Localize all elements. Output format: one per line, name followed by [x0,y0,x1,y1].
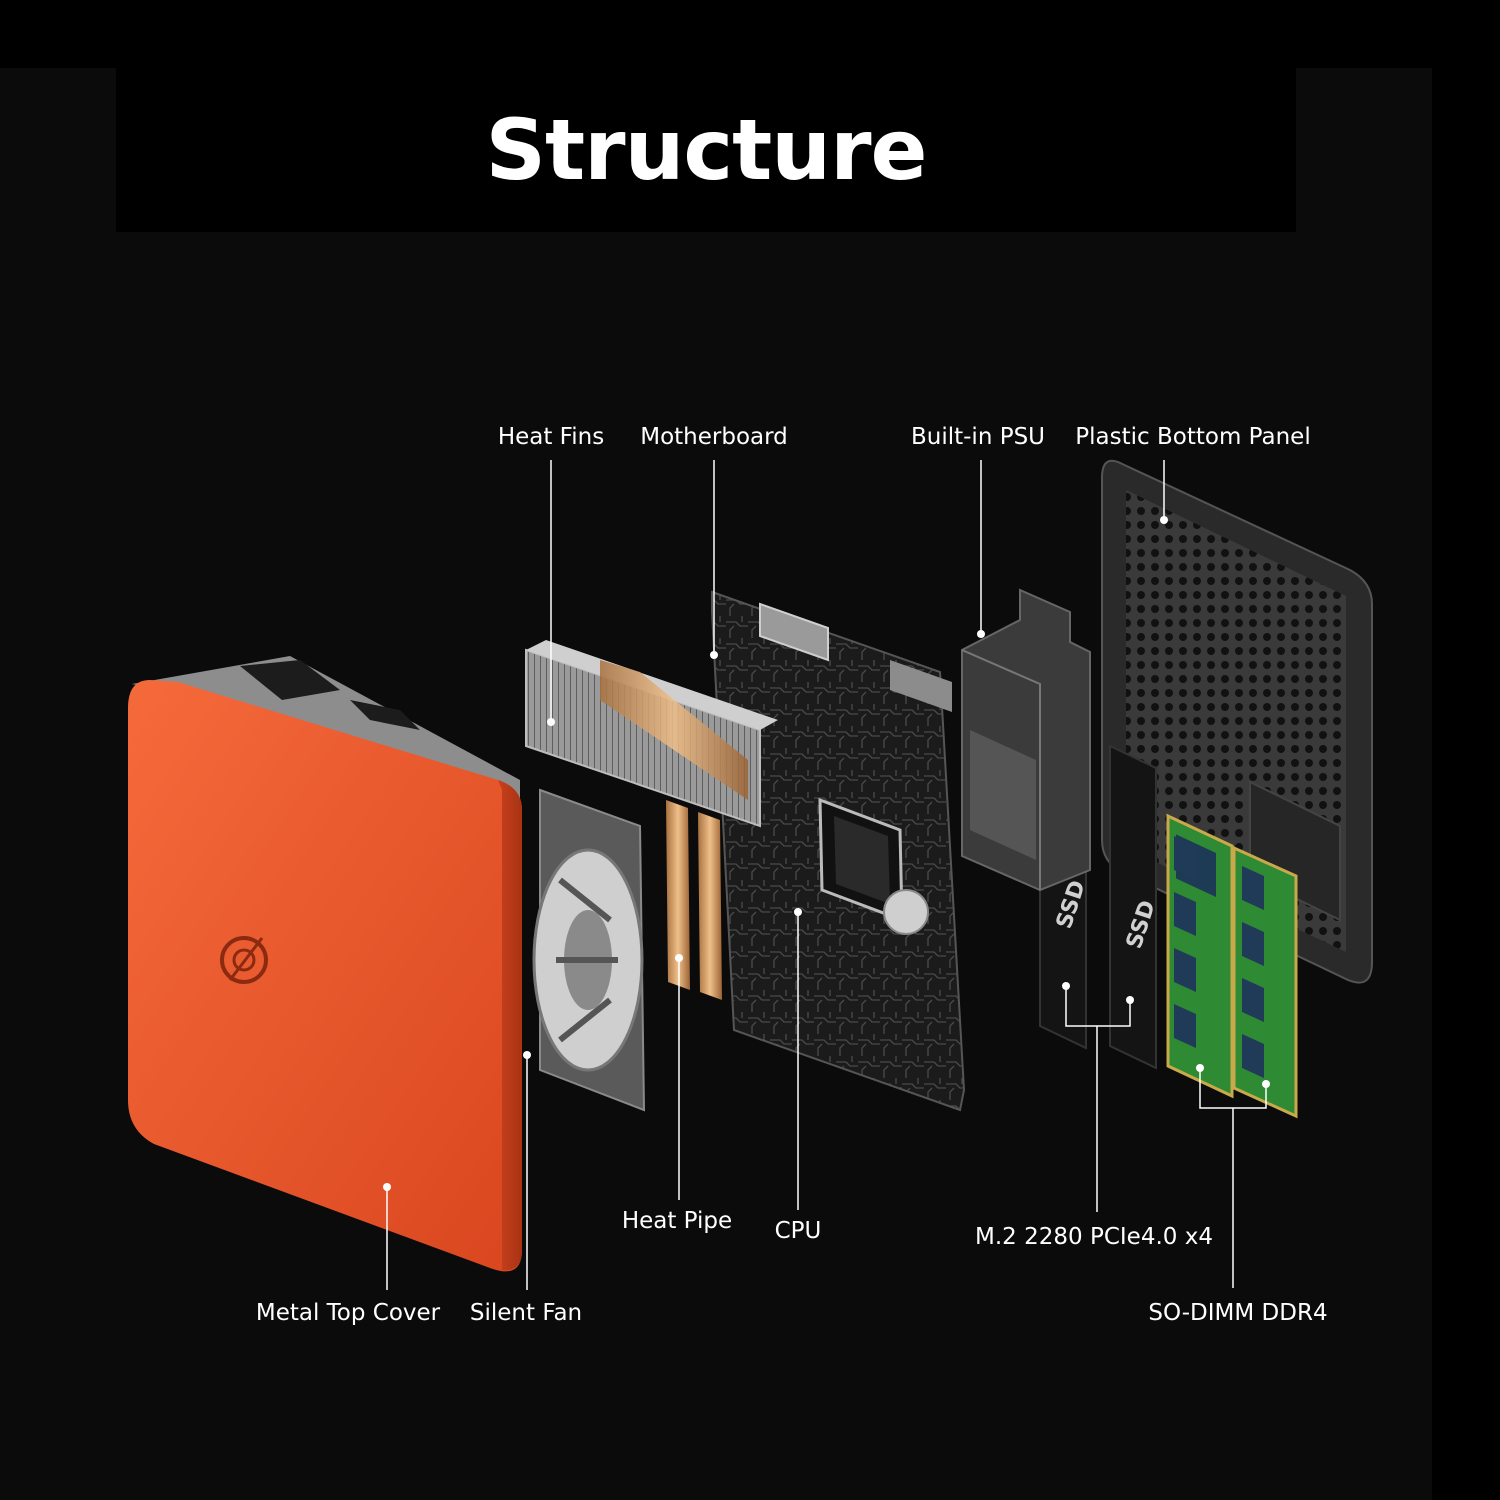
label-built-in-psu: Built-in PSU [910,424,1046,450]
page-title: Structure [485,101,927,199]
title-band: Structure [116,68,1296,232]
silent-fan [532,788,646,1112]
label-heat-pipe: Heat Pipe [621,1208,733,1234]
label-heat-fins: Heat Fins [497,424,605,450]
brand-logo-icon [220,936,268,984]
label-silent-fan: Silent Fan [469,1300,583,1326]
ram-chips [1174,836,1264,1078]
label-m2-slot: M.2 2280 PCIe4.0 x4 [975,1224,1213,1250]
heat-pipe [600,660,748,1000]
ssd-2: SSD [1109,744,1161,1070]
label-cpu: CPU [774,1218,822,1244]
motherboard [711,590,966,1112]
label-motherboard: Motherboard [640,424,788,450]
label-so-dimm: SO-DIMM DDR4 [1148,1300,1328,1326]
label-metal-top-cover: Metal Top Cover [255,1300,441,1326]
metal-top-cover [128,656,522,1272]
label-plastic-bottom-panel: Plastic Bottom Panel [1075,424,1311,450]
leader-dots [383,516,1270,1191]
leader-lines [386,460,1267,1290]
psu-unit [961,588,1091,892]
